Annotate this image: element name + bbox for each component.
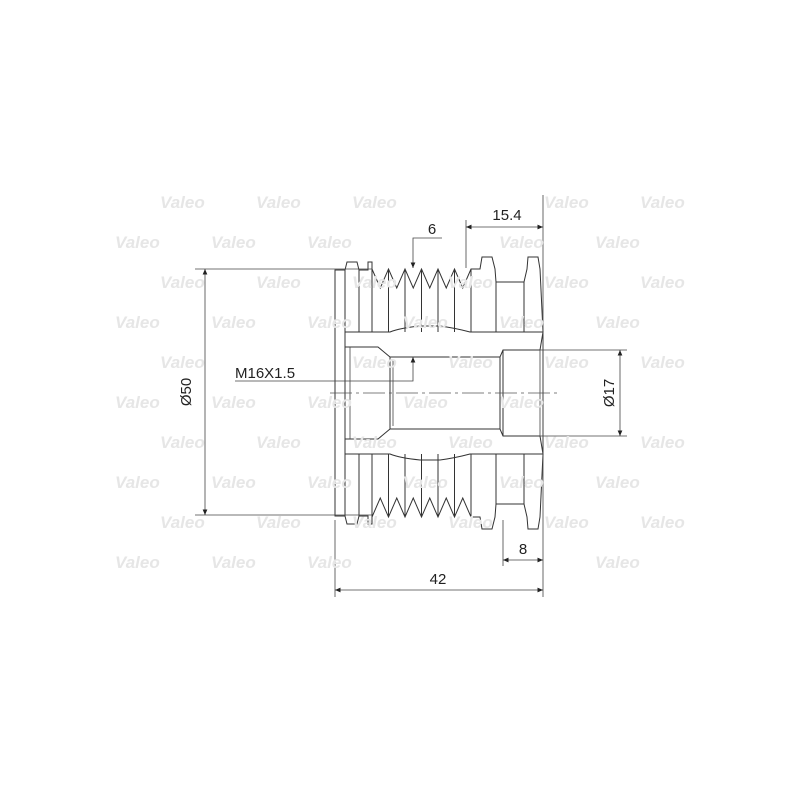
watermark-text: Valeo — [403, 313, 448, 332]
watermark-text: Valeo — [115, 553, 160, 572]
watermark-text: Valeo — [256, 513, 301, 532]
watermark-text: Valeo — [211, 313, 256, 332]
watermark-text: Valeo — [115, 393, 160, 412]
watermark-text: Valeo — [256, 433, 301, 452]
watermark-text: Valeo — [595, 233, 640, 252]
watermark-text: Valeo — [160, 513, 205, 532]
watermark-text: Valeo — [211, 393, 256, 412]
watermark-text: Valeo — [499, 473, 544, 492]
watermark-text: Valeo — [115, 233, 160, 252]
watermark-text: Valeo — [544, 273, 589, 292]
watermark-text: Valeo — [115, 473, 160, 492]
flange-length-label: 8 — [519, 541, 527, 558]
watermark-text: Valeo — [256, 193, 301, 212]
watermark-text: Valeo — [160, 433, 205, 452]
watermark-text: Valeo — [352, 193, 397, 212]
watermark-text: Valeo — [595, 473, 640, 492]
watermark-text: Valeo — [160, 193, 205, 212]
watermark-text: Valeo — [595, 553, 640, 572]
watermark-text: Valeo — [544, 513, 589, 532]
watermark-text: Valeo — [640, 353, 685, 372]
watermark-text: Valeo — [640, 433, 685, 452]
watermark-text: Valeo — [499, 233, 544, 252]
offset-length-label: 15.4 — [492, 207, 521, 224]
watermark-text: Valeo — [544, 193, 589, 212]
watermark-text: Valeo — [640, 273, 685, 292]
watermark-text: Valeo — [211, 233, 256, 252]
overall-length-label: 42 — [430, 571, 447, 588]
watermark-text: Valeo — [115, 313, 160, 332]
watermark-text: Valeo — [211, 473, 256, 492]
groove-count-label: 6 — [428, 221, 436, 238]
watermark-text: Valeo — [640, 513, 685, 532]
watermark-text: Valeo — [160, 273, 205, 292]
watermark-text: Valeo — [640, 193, 685, 212]
watermark-text: Valeo — [211, 553, 256, 572]
watermark-text: Valeo — [160, 353, 205, 372]
watermark-text: Valeo — [544, 353, 589, 372]
watermark-text: Valeo — [595, 313, 640, 332]
bore-diameter-label: Ø17 — [601, 379, 618, 407]
outer-diameter-label: Ø50 — [178, 378, 195, 406]
watermark-text: Valeo — [307, 233, 352, 252]
thread-label: M16X1.5 — [235, 365, 295, 382]
watermark-text: Valeo — [256, 273, 301, 292]
watermark-text: Valeo — [307, 553, 352, 572]
pulley-outline — [330, 256, 560, 530]
watermark-text: Valeo — [403, 473, 448, 492]
watermark-text: Valeo — [499, 313, 544, 332]
dimension-lines — [195, 195, 627, 597]
